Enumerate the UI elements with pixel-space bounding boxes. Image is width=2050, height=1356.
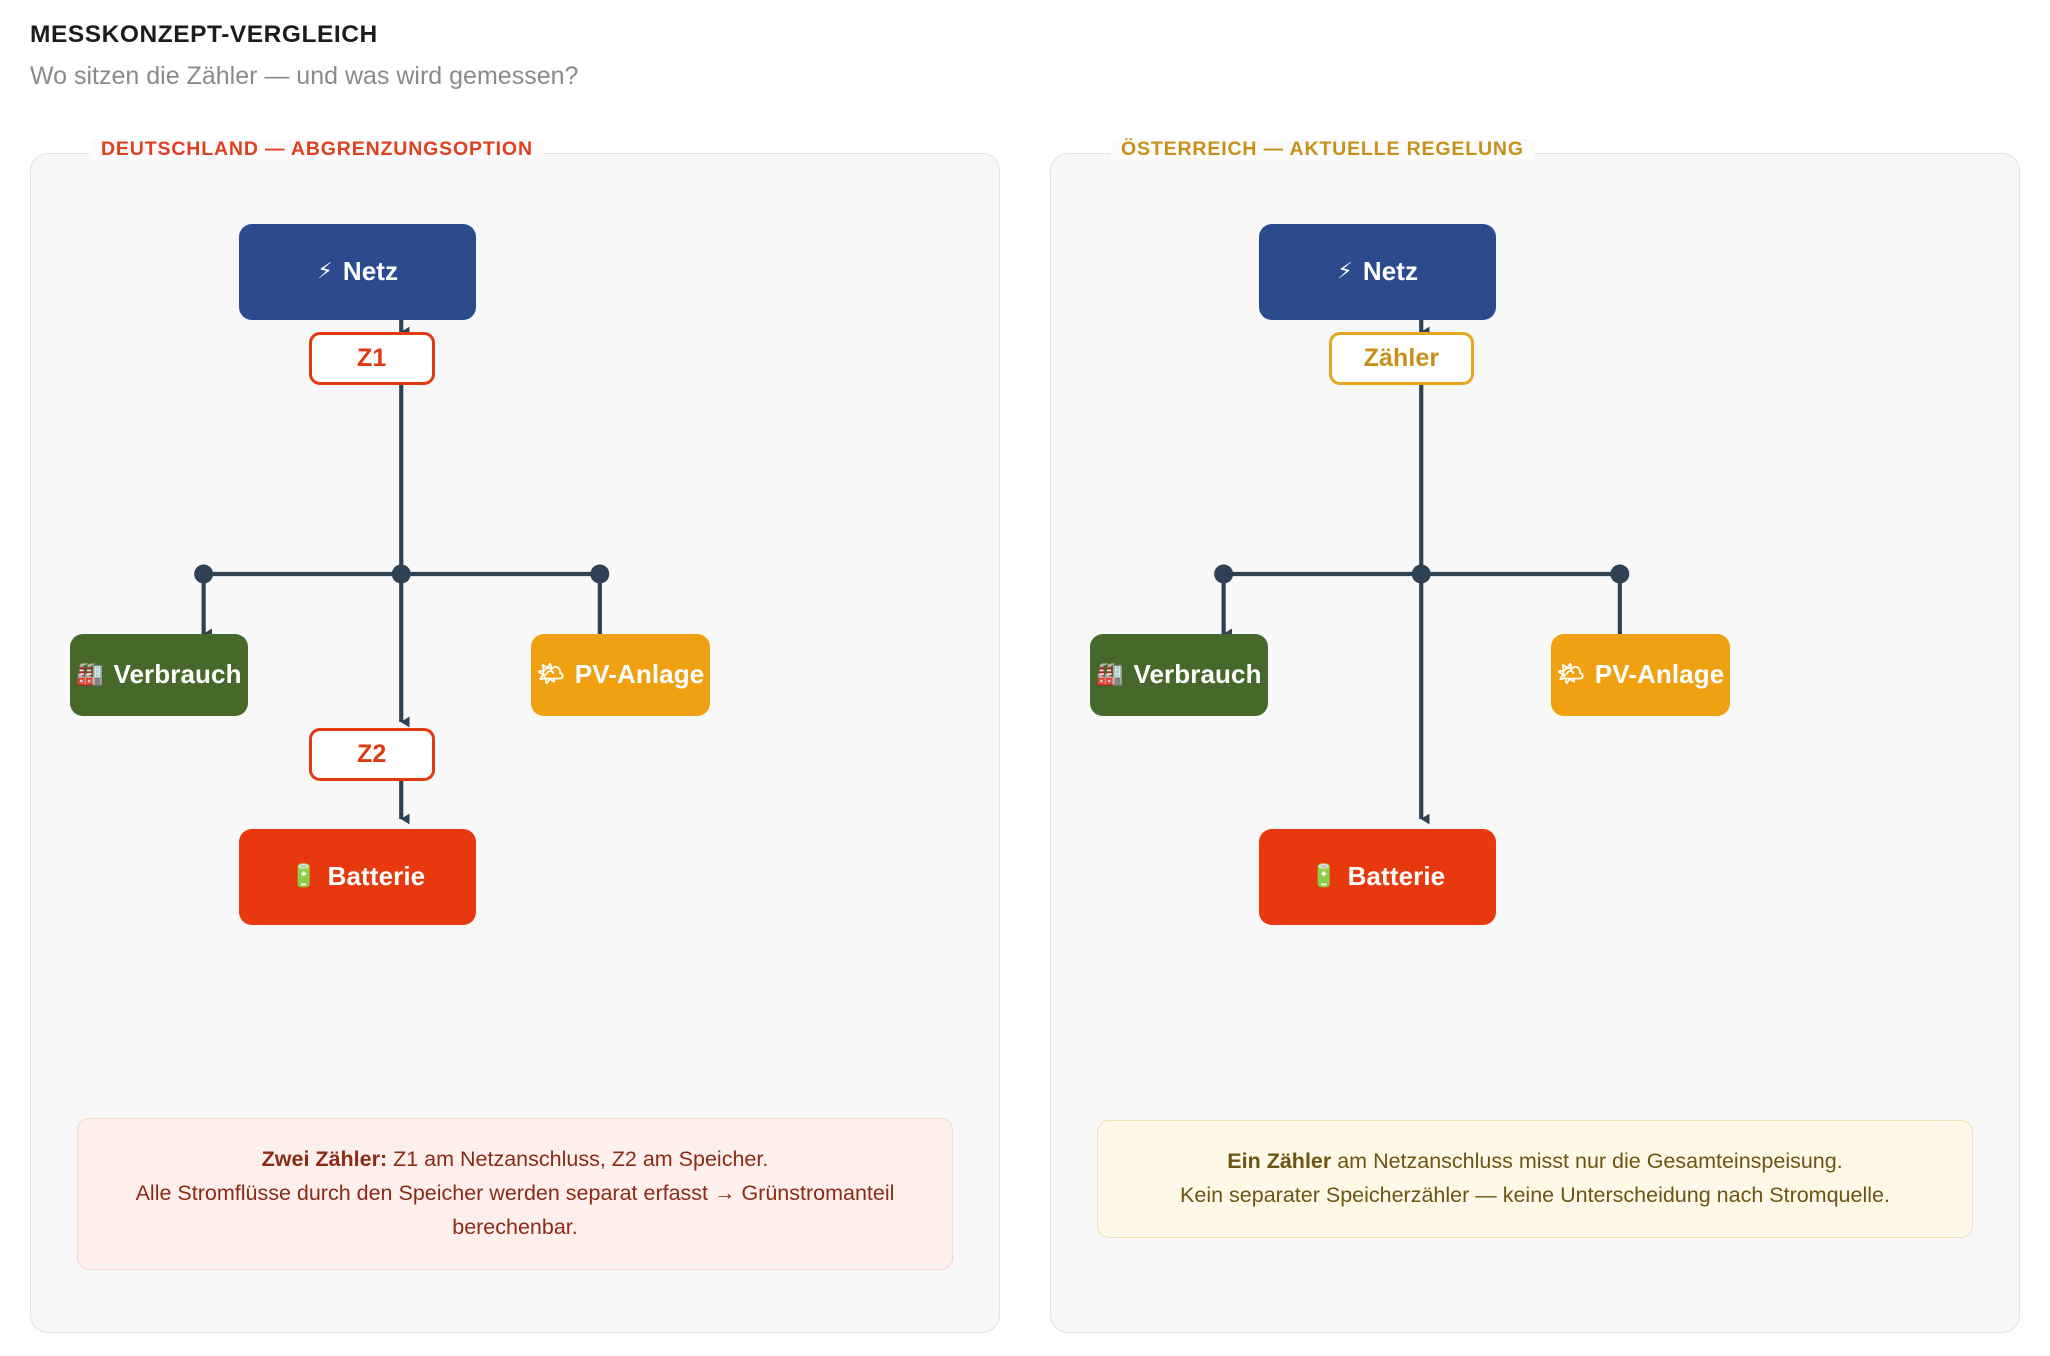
bus-dot-left xyxy=(194,564,214,584)
panel-deutschland: DEUTSCHLAND — ABGRENZUNGSOPTION xyxy=(30,138,1000,1333)
lightning-bolt-icon: ⚡ xyxy=(1337,258,1353,284)
page-subtitle: Wo sitzen die Zähler — und was wird geme… xyxy=(30,61,579,90)
footnote-oesterreich: Ein Zähler am Netzanschluss misst nur di… xyxy=(1097,1120,1973,1238)
bus-dot-left xyxy=(1214,564,1234,584)
node-label: PV-Anlage xyxy=(574,659,705,690)
node-label: Z2 xyxy=(357,739,387,768)
node-meter-zaehler[interactable]: Zähler xyxy=(1328,331,1474,386)
battery-icon: 🔋 xyxy=(1310,863,1338,889)
sun-icon: 🌤 xyxy=(536,661,565,687)
footnote-line1: am Netzanschluss misst nur die Gesamtein… xyxy=(1331,1149,1843,1174)
node-batterie-de[interactable]: 🔋 Batterie xyxy=(239,828,477,925)
node-label: Z1 xyxy=(357,344,387,372)
bus-dot-right xyxy=(1610,564,1630,584)
node-netz-de[interactable]: ⚡ Netz xyxy=(239,223,477,320)
sun-icon: 🌤 xyxy=(1556,661,1585,687)
node-verbrauch-at[interactable]: 🏭 Verbrauch xyxy=(1089,633,1268,716)
node-label: PV-Anlage xyxy=(1594,659,1725,690)
panel-legend-oesterreich: ÖSTERREICH — AKTUELLE REGELUNG xyxy=(1111,138,1534,161)
node-meter-z2[interactable]: Z2 xyxy=(308,727,435,782)
factory-icon: 🏭 xyxy=(1095,661,1124,687)
node-pv-anlage-at[interactable]: 🌤 PV-Anlage xyxy=(1551,633,1730,716)
node-label: Batterie xyxy=(327,861,426,892)
connector-lines-deutschland xyxy=(194,272,610,825)
node-label: Verbrauch xyxy=(113,659,242,690)
battery-icon: 🔋 xyxy=(290,863,318,889)
bus-dot-center xyxy=(391,564,411,584)
bus-dot-center xyxy=(1411,564,1431,584)
page-header: MESSKONZEPT-VERGLEICH Wo sitzen die Zähl… xyxy=(30,21,1430,91)
footnote-line2: Kein separater Speicherzähler — keine Un… xyxy=(1180,1183,1890,1208)
page-title: MESSKONZEPT-VERGLEICH xyxy=(30,21,378,48)
node-label: Netz xyxy=(1362,256,1419,287)
bus-dot-right xyxy=(590,564,610,584)
node-label: Verbrauch xyxy=(1133,659,1262,690)
node-meter-z1[interactable]: Z1 xyxy=(308,331,435,386)
panel-oesterreich: ÖSTERREICH — AKTUELLE REGELUNG xyxy=(1050,138,2020,1333)
node-verbrauch-de[interactable]: 🏭 Verbrauch xyxy=(69,633,248,716)
footnote-deutschland: Zwei Zähler: Z1 am Netzanschluss, Z2 am … xyxy=(77,1118,953,1270)
factory-icon: 🏭 xyxy=(75,661,104,687)
node-label: Batterie xyxy=(1347,861,1446,892)
panel-legend-deutschland: DEUTSCHLAND — ABGRENZUNGSOPTION xyxy=(91,138,543,161)
node-netz-at[interactable]: ⚡ Netz xyxy=(1259,223,1497,320)
diagram-oesterreich: ⚡ Netz Zähler 🏭 Verbrauch 🌤 PV-Anlage 🔋 Batt… xyxy=(1051,154,2019,1164)
footnote-line1: Z1 am Netzanschluss, Z2 am Speicher. xyxy=(387,1147,769,1172)
node-label: Netz xyxy=(342,256,399,287)
lightning-bolt-icon: ⚡ xyxy=(317,258,333,284)
footnote-lead: Zwei Zähler: xyxy=(261,1147,388,1172)
node-batterie-at[interactable]: 🔋 Batterie xyxy=(1259,828,1497,925)
connector-lines-oesterreich xyxy=(1214,272,1630,825)
footnote-line2: Alle Stromflüsse durch den Speicher werd… xyxy=(135,1181,895,1240)
footnote-lead: Ein Zähler xyxy=(1227,1149,1332,1174)
diagram-deutschland: ⚡ Netz Z1 🏭 Verbrauch 🌤 PV-Anlage Z2 🔋 Batte… xyxy=(31,154,999,1164)
comparison-panels: DEUTSCHLAND — ABGRENZUNGSOPTION xyxy=(30,138,2020,1333)
node-label: Zähler xyxy=(1363,344,1440,372)
node-pv-anlage-de[interactable]: 🌤 PV-Anlage xyxy=(531,633,710,716)
